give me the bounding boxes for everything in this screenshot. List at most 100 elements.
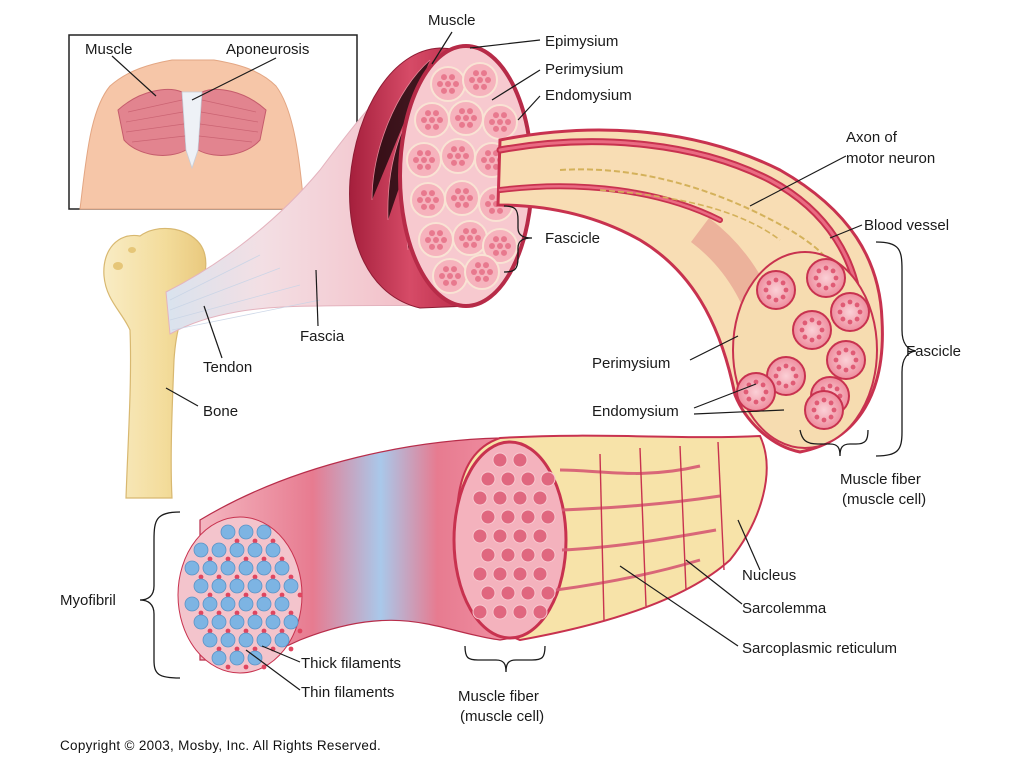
aponeurosis-sheet bbox=[181, 91, 203, 170]
thin-filament bbox=[297, 628, 303, 634]
fascicle-fiber-dot bbox=[451, 266, 457, 273]
fascicle-fiber-dot bbox=[485, 150, 491, 157]
thin-filament bbox=[225, 556, 231, 562]
fascicle-fiber-dot bbox=[485, 201, 491, 207]
fascicle-fiber-dot bbox=[443, 279, 449, 286]
thick-filament bbox=[256, 632, 272, 648]
label-fiber-right-line1: Muscle fiber bbox=[840, 471, 921, 488]
thick-filament bbox=[247, 578, 263, 594]
thin-filament bbox=[234, 610, 240, 616]
thick-filament bbox=[247, 614, 263, 630]
brace-fiber-right bbox=[799, 429, 869, 457]
thin-filament bbox=[234, 574, 240, 580]
fascicle-fiber-dot bbox=[493, 163, 499, 170]
fascicle-fiber-dot bbox=[453, 81, 459, 87]
thick-filament bbox=[229, 578, 245, 594]
thin-filament bbox=[243, 628, 249, 634]
fascicle-fiber-dot bbox=[455, 201, 461, 208]
myofibril-dot bbox=[763, 389, 769, 395]
myofibril-dot bbox=[836, 350, 842, 356]
fascicle-fiber-dot bbox=[421, 190, 427, 197]
label-muscle: Muscle bbox=[428, 12, 476, 29]
fascicle-fiber-dot bbox=[439, 273, 445, 279]
label-endomysium-mid: Endomysium bbox=[592, 403, 679, 420]
thin-filament bbox=[270, 574, 276, 580]
thick-filament bbox=[193, 614, 209, 630]
fascicle-muscle-fibers bbox=[736, 258, 870, 430]
thin-filament bbox=[225, 592, 231, 598]
thin-filament bbox=[198, 574, 204, 580]
fascicle-fiber-dot bbox=[437, 81, 443, 87]
myofibril-bundle bbox=[500, 547, 516, 563]
thin-filament bbox=[261, 556, 267, 562]
fascicle-fiber-dot bbox=[489, 207, 495, 214]
myofibril-bundle bbox=[540, 547, 556, 563]
fiber-cross-section bbox=[452, 440, 568, 640]
myofibril-dot bbox=[816, 282, 822, 288]
fascicle-fiber-dot bbox=[437, 117, 443, 123]
myofibril-dot bbox=[814, 414, 820, 420]
thick-filament bbox=[247, 542, 263, 558]
myofibril-bundle bbox=[512, 604, 528, 620]
label-sarcoplasmic-reticulum: Sarcoplasmic reticulum bbox=[742, 640, 897, 657]
fascicle-fiber-dot bbox=[459, 121, 465, 128]
thick-filament bbox=[274, 632, 290, 648]
label-fascicle-upper: Fascicle bbox=[545, 230, 600, 247]
myofibril-bundle bbox=[492, 452, 508, 468]
myofibril-dot bbox=[821, 397, 827, 403]
thick-filament bbox=[265, 542, 281, 558]
thick-filament bbox=[229, 650, 245, 666]
thick-filament bbox=[202, 632, 218, 648]
fascicle-fiber-dot bbox=[475, 235, 481, 241]
thin-filament bbox=[252, 646, 258, 652]
myofibril-dot bbox=[776, 366, 782, 372]
myofibril-bundle bbox=[512, 566, 528, 582]
fascicle-fiber-dot bbox=[429, 203, 435, 210]
fascicle-fiber-dot bbox=[467, 108, 473, 115]
thin-filament bbox=[288, 646, 294, 652]
torso-inset bbox=[68, 34, 358, 210]
myofibril-bundle bbox=[492, 528, 508, 544]
fascicle-fiber-dot bbox=[455, 153, 461, 159]
thick-filament bbox=[256, 524, 272, 540]
myofibril-bundle bbox=[492, 566, 508, 582]
fascicle-fiber-dot bbox=[463, 153, 469, 159]
fascicle-fiber-dot bbox=[421, 157, 427, 163]
thin-filament bbox=[234, 538, 240, 544]
thin-filament bbox=[270, 610, 276, 616]
thick-filament bbox=[211, 650, 227, 666]
fascicle-fiber-dot bbox=[451, 159, 457, 166]
myofibril-dot bbox=[847, 319, 853, 325]
myofibril-dot bbox=[833, 275, 839, 281]
bone-illustration bbox=[103, 227, 207, 499]
myofibril-dot bbox=[753, 379, 759, 385]
fascicle-fiber-dot bbox=[437, 230, 443, 237]
thin-filament bbox=[207, 592, 213, 598]
label-myofibril: Myofibril bbox=[60, 592, 116, 609]
myofibril-dot bbox=[853, 357, 859, 363]
myofibril-dot bbox=[773, 277, 779, 283]
label-fiber-bottom-line2: (muscle cell) bbox=[460, 708, 544, 725]
thin-filament bbox=[279, 556, 285, 562]
label-aponeurosis: Aponeurosis bbox=[226, 41, 309, 58]
myofibril-bundle bbox=[480, 585, 496, 601]
myofibril-dot bbox=[743, 389, 749, 395]
thin-filament bbox=[234, 646, 240, 652]
myofibril-dot bbox=[760, 382, 766, 388]
myofibril-dot bbox=[813, 275, 819, 281]
myofibril-bundle bbox=[500, 509, 516, 525]
fascicle-fiber-dot bbox=[441, 87, 447, 94]
thick-filament bbox=[274, 596, 290, 612]
myofibril-dot bbox=[830, 268, 836, 274]
label-nucleus: Nucleus bbox=[742, 567, 796, 584]
myofibril-dot bbox=[780, 280, 786, 286]
myofibril-dot bbox=[854, 302, 860, 308]
myofibril-bundle bbox=[540, 471, 556, 487]
myofibril-bundle bbox=[520, 585, 536, 601]
fascicle-fiber-dot bbox=[449, 74, 455, 81]
myofibril-dot bbox=[746, 396, 752, 402]
fascicle-fiber-dot bbox=[425, 110, 431, 117]
muscle-fiber-cell bbox=[804, 390, 844, 430]
fascicle-fiber-dot bbox=[483, 262, 489, 269]
